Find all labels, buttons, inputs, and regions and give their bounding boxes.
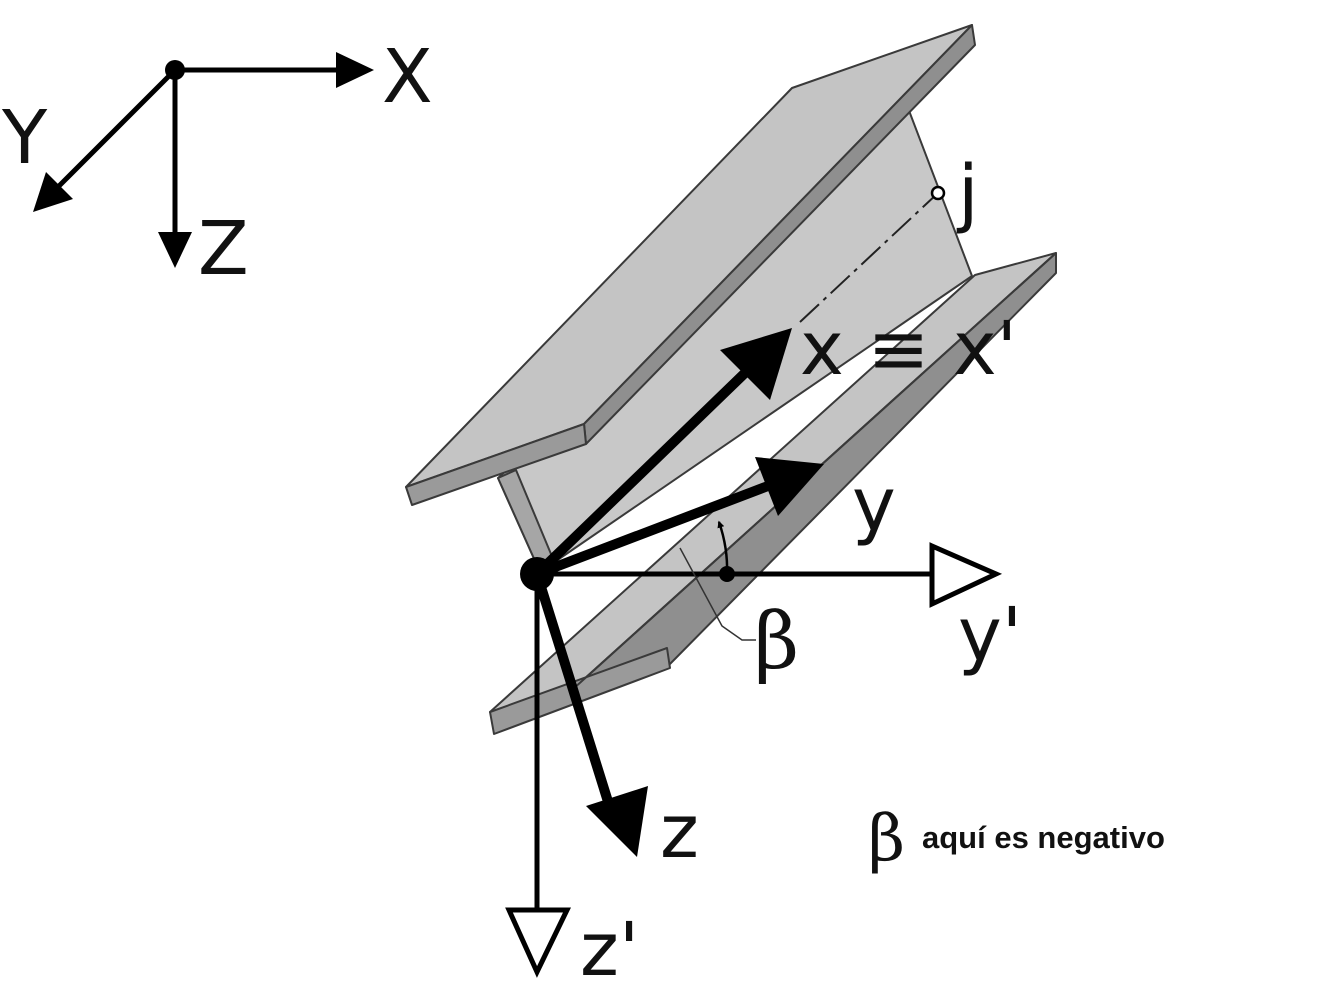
i-beam — [405, 24, 1057, 735]
global-y-label: Y — [1, 95, 48, 181]
global-z-label: Z — [198, 206, 249, 292]
local-z-prime-label: z' — [580, 907, 639, 993]
local-y-prime-label: y' — [958, 592, 1022, 678]
local-z-label: z — [660, 789, 699, 875]
local-y-label: y — [852, 462, 896, 548]
global-axes: X Y Z — [1, 34, 433, 292]
global-z-arrowhead — [158, 232, 192, 268]
member-axis-line — [799, 192, 939, 323]
local-y-prime-arrowhead — [929, 542, 1003, 608]
beta-label: β — [754, 597, 799, 687]
node-j-marker — [930, 185, 946, 201]
local-z-prime-arrowhead — [505, 907, 571, 978]
global-y-axis — [56, 68, 177, 189]
beta-note-text: aquí es negativo — [922, 820, 1165, 855]
local-x-label: x ≡ x' — [800, 306, 1017, 392]
global-x-arrowhead — [336, 52, 374, 88]
global-origin — [165, 60, 185, 80]
local-z-arrowhead — [586, 786, 648, 857]
beta-note-symbol: β — [868, 802, 905, 876]
beta-leader-line — [679, 547, 756, 641]
local-x-arrowhead — [720, 328, 792, 400]
local-x-axis — [533, 368, 750, 578]
node-j-label: j — [956, 150, 979, 236]
beta-note: β aquí es negativo — [868, 802, 1165, 876]
global-y-arrowhead — [33, 172, 73, 212]
local-y-arrowhead — [755, 457, 824, 516]
beam-top-flange-end — [405, 423, 587, 506]
local-origin — [520, 557, 554, 591]
local-z-axis — [532, 572, 615, 810]
global-x-label: X — [382, 34, 433, 120]
beta-arc-start-dot — [719, 566, 735, 582]
local-y-axis — [535, 481, 770, 579]
local-axes: x ≡ x' y z y' z' β — [505, 306, 1022, 993]
